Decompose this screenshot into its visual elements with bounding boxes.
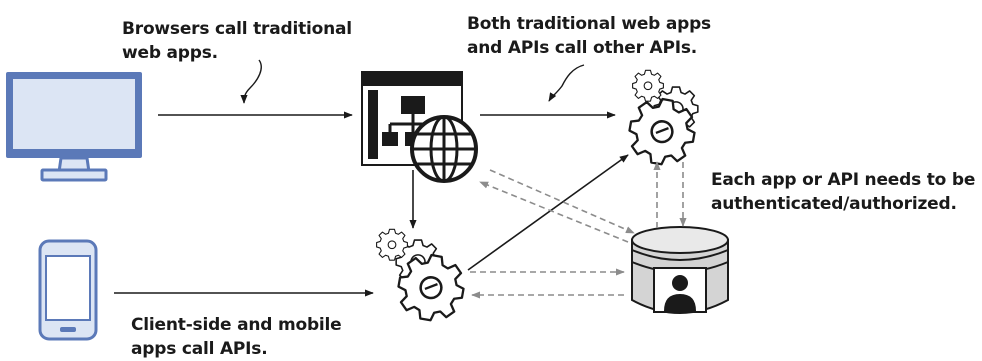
- note-each-needs-line1: Each app or API needs to be: [711, 170, 976, 190]
- note-both-call: Both traditional web apps and APIs call …: [467, 12, 711, 60]
- note-each-needs: Each app or API needs to be authenticate…: [711, 168, 975, 216]
- dashed-arrows: [470, 161, 687, 299]
- desktop-monitor-icon: [6, 72, 142, 182]
- note-browsers-call-line1: Browsers call traditional: [122, 19, 352, 39]
- note-client-side: Client-side and mobile apps call APIs.: [131, 313, 342, 361]
- note-browsers-call: Browsers call traditional web apps.: [122, 17, 352, 65]
- note-client-side-line2: apps call APIs.: [131, 339, 268, 359]
- api-top-gears-icon: [623, 69, 701, 171]
- callout-pointers: [240, 59, 585, 104]
- api-bottom-gears-icon: [376, 228, 470, 327]
- note-both-call-line1: Both traditional web apps: [467, 14, 711, 34]
- note-each-needs-line2: authenticated/authorized.: [711, 194, 957, 214]
- identity-database-icon: [631, 226, 729, 314]
- dashed-auth-to-webapp: [479, 181, 629, 243]
- web-application-icon: [361, 71, 478, 183]
- note-client-side-line1: Client-side and mobile: [131, 315, 342, 335]
- note-both-call-line2: and APIs call other APIs.: [467, 38, 698, 58]
- callout-both-pointer: [548, 64, 585, 102]
- solid-arrows: [114, 111, 629, 297]
- arrow-api-bottom-to-api-top: [467, 154, 629, 271]
- dashed-webapp-to-auth: [489, 169, 635, 234]
- note-browsers-call-line2: web apps.: [122, 43, 218, 63]
- smartphone-icon: [38, 239, 98, 341]
- callout-browsers-pointer: [240, 59, 262, 104]
